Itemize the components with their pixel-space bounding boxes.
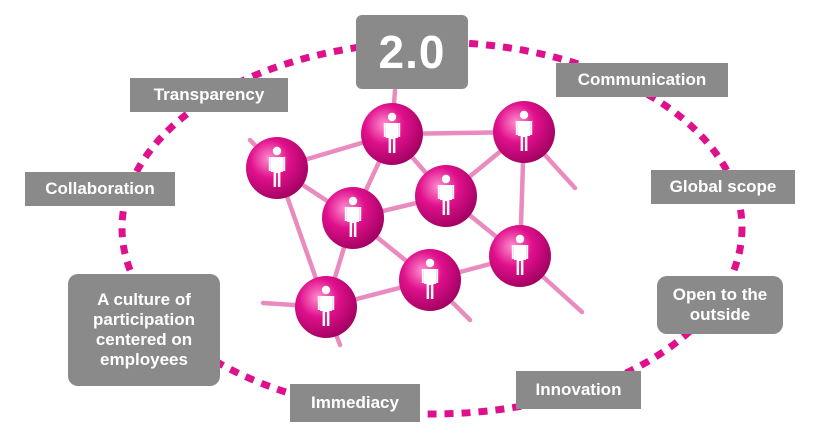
person-node	[399, 249, 461, 311]
person-node	[361, 103, 423, 165]
person-node	[489, 225, 551, 287]
label-immediacy: Immediacy	[290, 384, 420, 422]
person-node	[415, 165, 477, 227]
label-collaboration: Collaboration	[25, 172, 175, 206]
label-innovation: Innovation	[516, 371, 641, 409]
person-node	[295, 276, 357, 338]
label-culture: A culture of participation centered on e…	[68, 274, 220, 386]
label-global-scope: Global scope	[651, 170, 795, 204]
label-open: Open to the outside	[657, 276, 783, 334]
person-node	[493, 101, 555, 163]
dashed-ring	[118, 38, 746, 418]
label-communication: Communication	[556, 63, 728, 97]
person-node	[246, 137, 308, 199]
label-transparency: Transparency	[130, 78, 288, 112]
version-title: 2.0	[356, 15, 468, 89]
person-node	[322, 187, 384, 249]
